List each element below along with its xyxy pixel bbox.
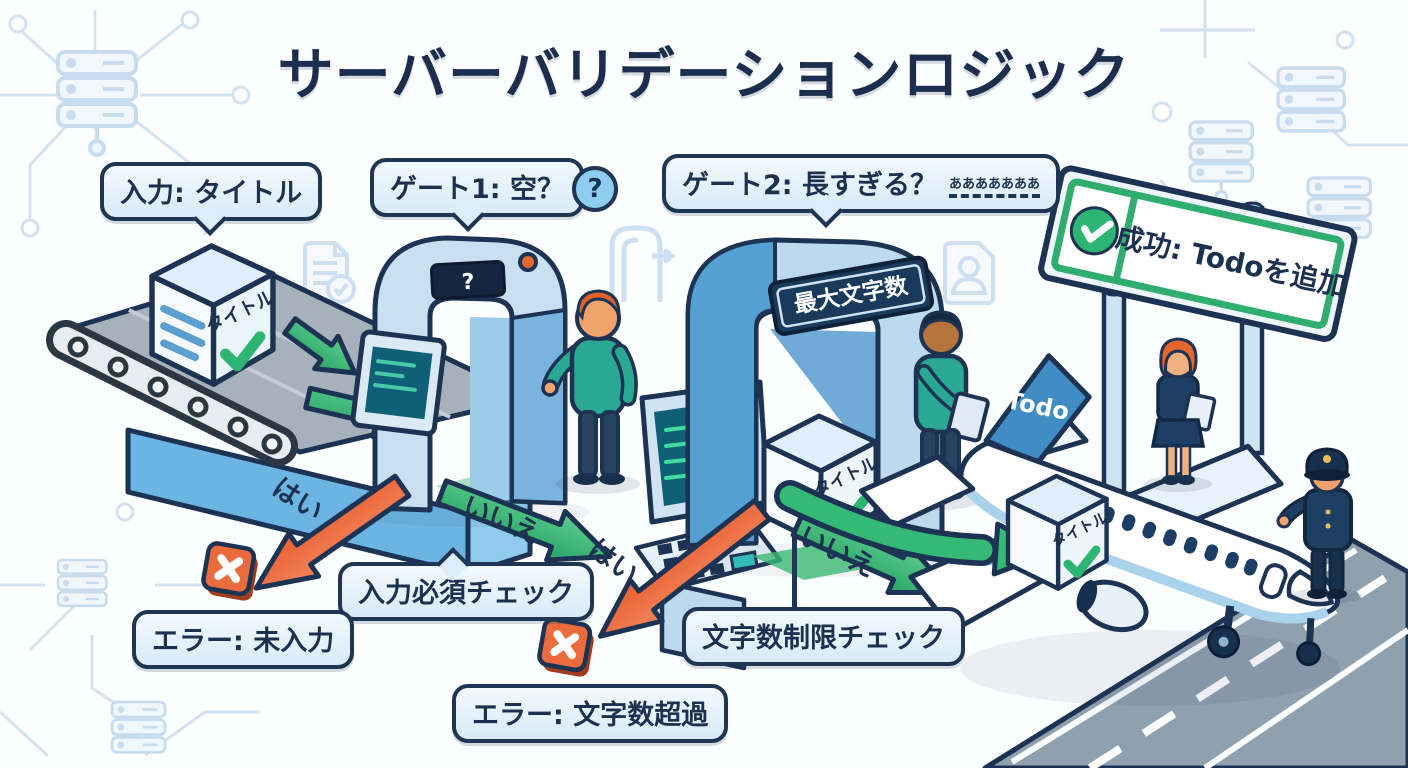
belt-arrow bbox=[282, 316, 358, 376]
wheel bbox=[1296, 641, 1322, 667]
gate1-display-panel bbox=[429, 259, 507, 301]
check-icon bbox=[220, 331, 266, 372]
package-box: タイトル bbox=[1005, 473, 1111, 591]
x-icon bbox=[214, 554, 244, 584]
label-check1: 入力必須チェック bbox=[338, 547, 594, 621]
check2-pointer-line bbox=[792, 534, 797, 612]
gate2-sign: 最大文字数 bbox=[767, 255, 935, 336]
gate1-panel-text: ? bbox=[461, 270, 475, 296]
person-traveler-1 bbox=[541, 289, 640, 494]
label-gate1: ゲート1: 空？ bbox=[370, 158, 584, 232]
person-pilot bbox=[1276, 447, 1362, 604]
arrow-yes-gate2 bbox=[597, 498, 772, 639]
label-input: 入力: タイトル bbox=[100, 162, 323, 236]
conveyor-belt bbox=[46, 267, 533, 577]
package-box: タイトル bbox=[149, 243, 278, 387]
label-gate2-text: ゲート2: 長すぎる？ bbox=[682, 170, 937, 201]
success-check-icon bbox=[1069, 206, 1119, 256]
label-gate2-note-text: あああああああ bbox=[948, 177, 1040, 192]
gate1-indicator-light bbox=[518, 252, 538, 272]
label-check1-text: 入力必須チェック bbox=[358, 578, 574, 609]
arrow-no-gate1 bbox=[435, 478, 613, 563]
gate1-monitor bbox=[350, 329, 447, 437]
x-icon bbox=[550, 630, 580, 660]
page-title: サーバーバリデーションロジック bbox=[277, 43, 1131, 108]
security-gate-1: ? bbox=[350, 235, 568, 513]
arrow-yes-gate1 bbox=[253, 473, 412, 591]
metal-detector-icon bbox=[609, 225, 677, 302]
person-attendant bbox=[1144, 337, 1217, 492]
label-gate2-note: あああああああ bbox=[948, 177, 1040, 198]
label-check2: 文字数制限チェック bbox=[682, 607, 965, 666]
label-gate1-text: ゲート1: 空？ bbox=[390, 174, 564, 205]
label-error2-text: エラー: 文字数超過 bbox=[472, 700, 709, 731]
question-badge: ? bbox=[572, 166, 618, 212]
label-check2-text: 文字数制限チェック bbox=[702, 623, 945, 654]
tablet bbox=[946, 391, 990, 443]
door bbox=[1258, 563, 1288, 600]
success-sign: 成功: Todoを追加 bbox=[1038, 165, 1358, 342]
question-badge-text: ? bbox=[587, 174, 603, 204]
id-card-icon bbox=[943, 241, 995, 305]
label-gate2: ゲート2: 長すぎる？ あああああああ bbox=[662, 154, 1060, 228]
label-error2: エラー: 文字数超過 bbox=[452, 684, 729, 743]
x-badge bbox=[537, 617, 594, 677]
label-error1-text: エラー: 未入力 bbox=[152, 626, 335, 657]
check-icon bbox=[1063, 545, 1101, 579]
label-error1: エラー: 未入力 bbox=[132, 610, 355, 669]
x-badge bbox=[201, 541, 258, 601]
